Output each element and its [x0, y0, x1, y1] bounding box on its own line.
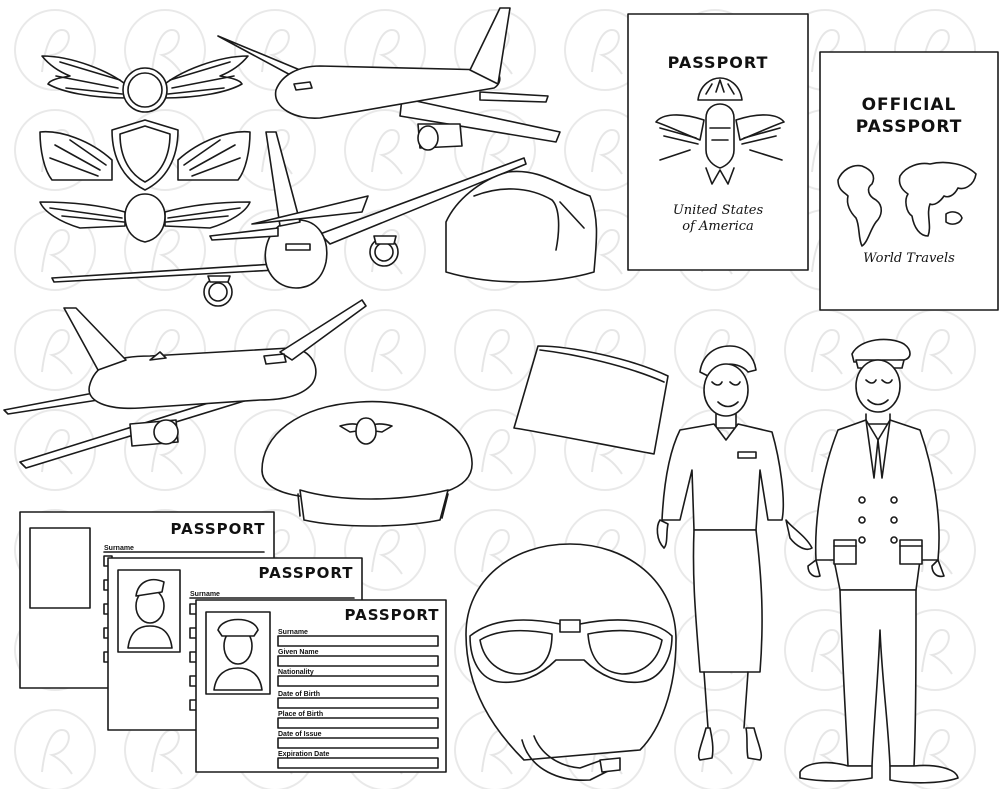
garrison-cap [445, 170, 598, 283]
id-card-field-boxes [277, 635, 439, 769]
id-card-field-nationality: Nationality [278, 669, 314, 676]
world-map-oceania [945, 211, 963, 225]
id-card-middle-title: PASSPORT [258, 564, 353, 582]
world-map-americas [837, 164, 883, 247]
pillbox-hat [513, 345, 669, 455]
pilot-cap [261, 400, 473, 527]
id-card-back-title: PASSPORT [170, 520, 265, 538]
pilot-figure [799, 338, 959, 784]
id-card-field-date-of-birth: Date of Birth [278, 691, 320, 698]
id-card-middle-field: Surname [190, 591, 220, 598]
passport-usa-title: PASSPORT [668, 53, 769, 72]
world-map-eurasia [898, 161, 977, 237]
passport-usa [627, 13, 809, 271]
id-card-field-place-of-birth: Place of Birth [278, 711, 323, 718]
id-card-back-field: Surname [104, 545, 134, 552]
airplane-middle [51, 131, 527, 307]
flight-attendant [656, 345, 813, 761]
id-card-front-title: PASSPORT [344, 606, 439, 624]
wings-badge-shield [39, 119, 251, 191]
airplane-bottom [3, 299, 367, 469]
wings-badge-round [41, 55, 249, 113]
id-card-field-given-name: Given Name [278, 649, 319, 656]
passport-official [819, 51, 999, 311]
flight-helmet [465, 543, 677, 781]
airplane-top [217, 7, 561, 151]
id-card-field-expiration-date: Expiration Date [278, 751, 329, 758]
passport-usa-line2: of America [682, 219, 754, 234]
passport-official-title1: OFFICIAL [862, 95, 957, 115]
id-card-field-surname: Surname [278, 629, 308, 636]
passport-usa-line1: United States [673, 203, 764, 218]
passport-official-title2: PASSPORT [856, 117, 963, 137]
id-card-front [195, 599, 447, 773]
wings-badge-propeller [39, 193, 251, 243]
id-card-field-date-of-issue: Date of Issue [278, 731, 322, 738]
passport-official-subtitle: World Travels [863, 251, 955, 266]
